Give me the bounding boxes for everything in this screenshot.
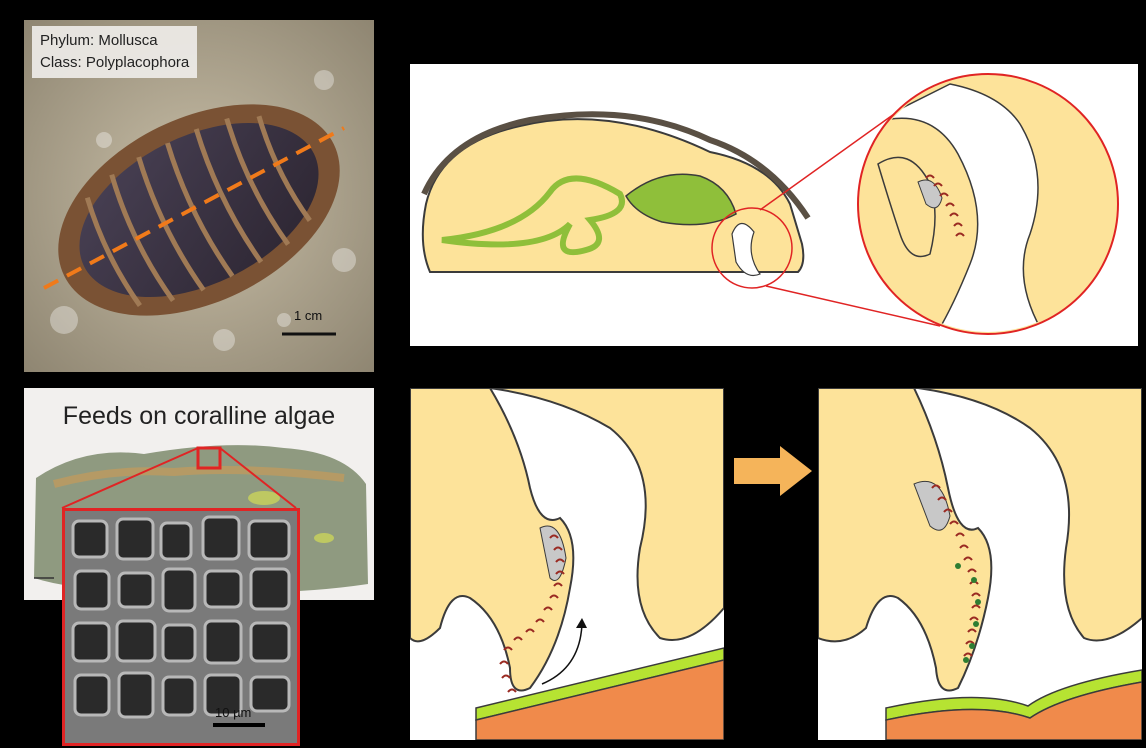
transition-arrow [734,446,812,496]
anatomy-drawing [410,64,1138,346]
feeding-stage-2-drawing [818,388,1142,740]
feeding-stage-2 [818,388,1142,740]
anatomy-diagram [410,64,1138,346]
feeding-stage-1 [410,388,724,740]
sem-texture: 10 µm [65,511,297,743]
sem-scale-label: 10 µm [215,705,251,720]
sem-micrograph: 10 µm [62,508,300,746]
feeding-stage-1-drawing [410,388,724,740]
